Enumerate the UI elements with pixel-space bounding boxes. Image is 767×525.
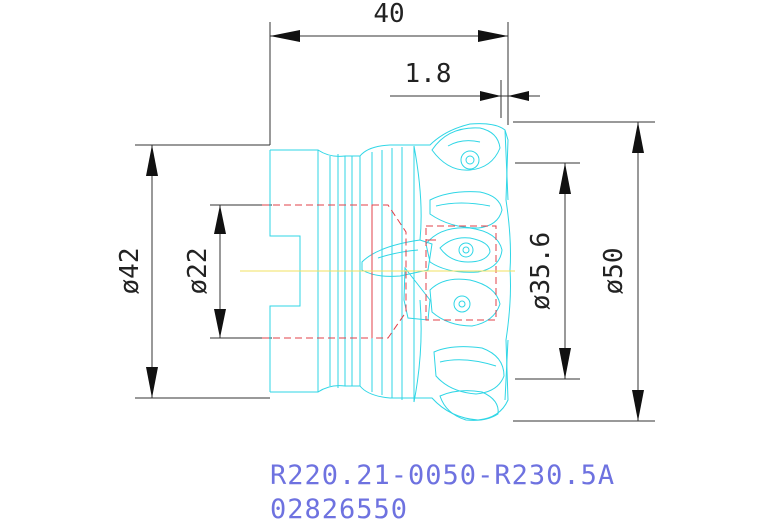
dimension-diameter-50: ø50 — [513, 121, 655, 422]
dimension-offset-1-8: 1.8 — [390, 59, 540, 118]
dimension-label-diameter-22: ø22 — [183, 248, 213, 295]
dimension-label-length: 40 — [373, 0, 404, 29]
article-number: 02826550 — [270, 494, 409, 525]
dimension-diameter-35-6: ø35.6 — [515, 162, 580, 380]
dimension-length-40: 40 — [269, 0, 509, 145]
dimension-label-diameter-35-6: ø35.6 — [526, 232, 556, 310]
cutter-body — [269, 123, 511, 421]
hidden-lines — [262, 204, 497, 339]
dimension-label-offset: 1.8 — [405, 59, 452, 89]
dimension-label-diameter-42: ø42 — [115, 248, 145, 295]
dimension-diameter-42: ø42 — [115, 144, 270, 399]
part-number: R220.21-0050-R230.5A — [270, 460, 616, 491]
dimension-diameter-22: ø22 — [183, 204, 272, 339]
dimension-label-diameter-50: ø50 — [599, 248, 629, 295]
